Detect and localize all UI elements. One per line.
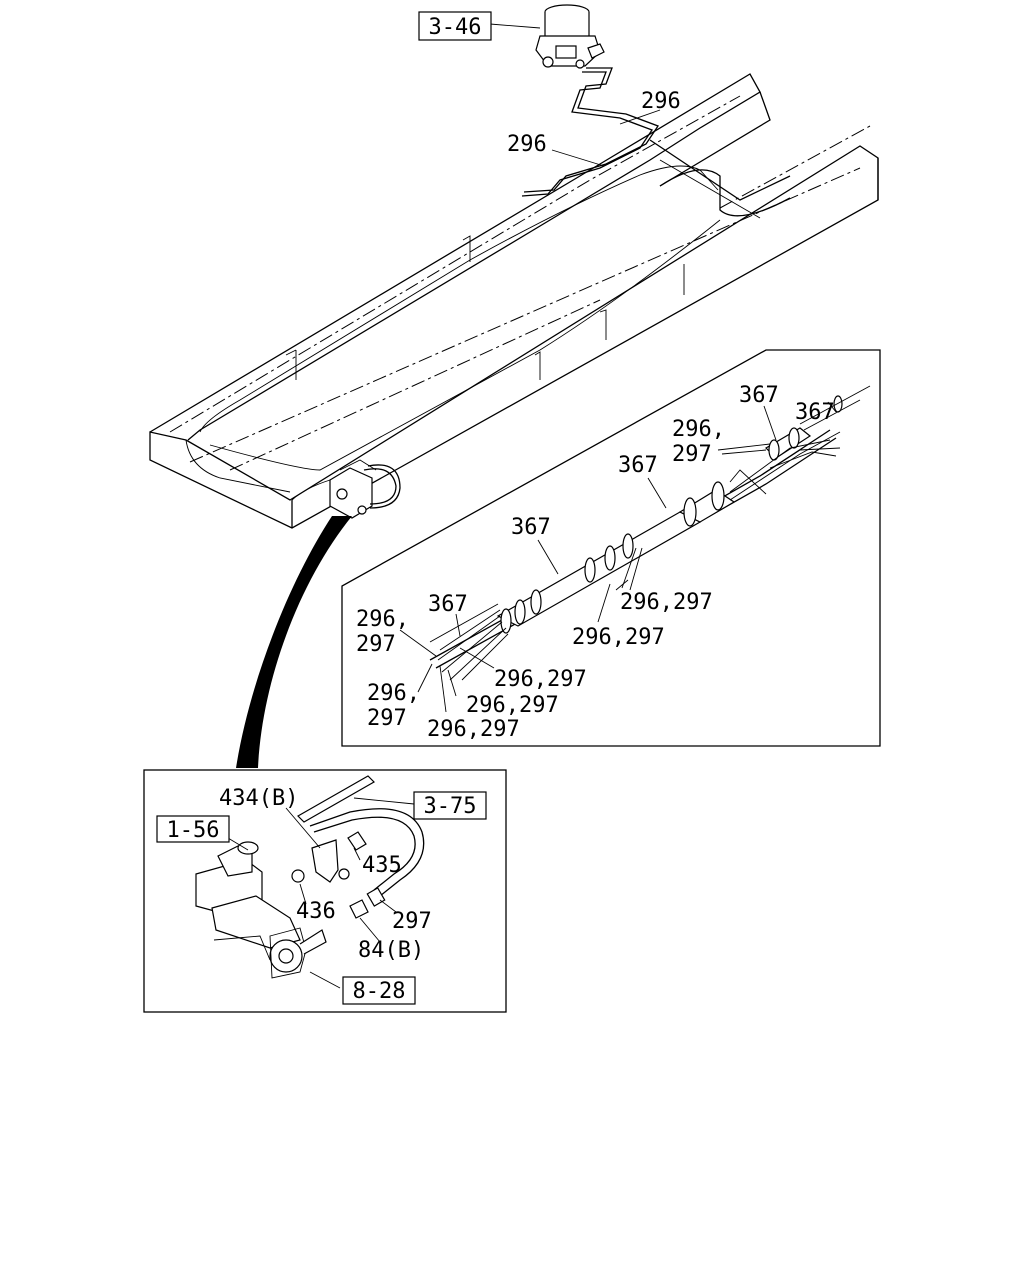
label-435: 435 [362,853,402,878]
valve-detail-assembly [195,775,425,979]
svg-text:1-56: 1-56 [167,818,220,843]
ref-box-1-56[interactable]: 1-56 [156,815,230,843]
valve-detail-frame [143,769,507,1013]
label-367-left: 367 [511,515,551,540]
air-dryer-unit [535,4,605,69]
pipe-bundle-assembly [429,385,871,681]
label-297-top-right: 297 [672,442,712,467]
label-434b: 434(B) [219,786,298,811]
ref-box-8-28[interactable]: 8-28 [342,976,416,1005]
label-367-end: 367 [428,592,468,617]
callout-connector [236,516,352,768]
label-297-detail: 297 [392,909,432,934]
label-296-left-2: 296, [367,681,420,706]
label-296-297-end-e: 296,297 [427,717,520,742]
label-297-left-1: 297 [356,632,396,657]
label-436: 436 [296,899,336,924]
label-296-top-right: 296, [672,417,725,442]
label-84b: 84(B) [358,938,424,963]
label-296-297-branch-b: 296,297 [572,625,665,650]
svg-text:3-46: 3-46 [429,15,482,40]
ref-box-3-75[interactable]: 3-75 [413,791,487,820]
label-296-left-1: 296, [356,607,409,632]
valve-on-frame [329,459,401,519]
label-296-297-end-d: 296,297 [466,693,559,718]
label-367-middle: 367 [618,453,658,478]
label-367-far-right: 367 [795,400,835,425]
ref-box-3-46[interactable]: 3-46 [418,11,492,41]
brake-pipes-on-frame [521,67,659,197]
chassis-frame [149,73,879,529]
label-297-left-2: 297 [367,706,407,731]
label-296-297-branch-a: 296,297 [620,590,713,615]
svg-text:3-75: 3-75 [424,794,477,819]
label-367-right: 367 [739,383,779,408]
label-296-297-end-c: 296,297 [494,667,587,692]
label-296-lower: 296 [507,132,547,157]
svg-text:8-28: 8-28 [353,979,406,1004]
harness-detail-frame [341,349,881,747]
label-296-upper: 296 [641,89,681,114]
leader-lines [227,23,837,989]
